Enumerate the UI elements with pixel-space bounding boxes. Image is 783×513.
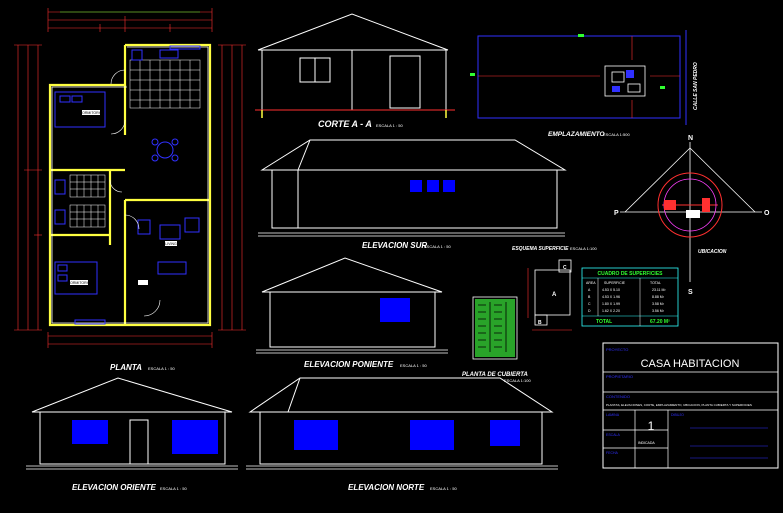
west-elevation-scale: ESCALA 1 : 50 [400,363,427,368]
area-schema-title: ESQUEMA SUPERFICIE [512,246,569,252]
location-north: N [688,135,693,142]
plan-doors [109,69,161,317]
south-elevation: ELEVACION SUR ESCALA 1 : 50 [258,139,567,250]
title-block-escala-value: INDICADA [638,441,655,445]
table-row: 4.53 X 5.10 [602,288,620,292]
table-row: C [588,302,591,306]
table-row: A [588,288,591,292]
area-schema: ESQUEMA SUPERFICIE ESCALA 1:100 A B C [512,246,597,331]
location-east: O [764,210,770,217]
bathroom-tile-grid [69,174,106,228]
table-row: 23.11 M² [652,288,666,292]
title-block-contenido: PLANTAS, ELEVACIONES, CORTE, EMPLAZAMIEN… [606,403,752,407]
site-plan: CALLE SAN PEDRO EMPLAZAMIENTO ESCALA 1:5… [470,30,699,138]
plan-title: PLANTA [110,363,142,372]
location-diagram: N S P O UBICACION [614,135,770,296]
section-view: CORTE A - A ESCALA 1 : 50 [255,13,455,129]
floor-plan: DORMITORIO DORMITORIO LIVING PLANTA ESCA… [14,8,246,372]
room-tag-living: LIVING [165,242,177,246]
room-tag-dormitorio2: DORMITORIO [68,281,91,285]
north-elevation-title: ELEVACION NORTE [348,483,425,492]
site-street-name: CALLE SAN PEDRO [693,62,699,110]
area-schema-scale: ESCALA 1:100 [570,246,597,251]
plan-room-tags: DORMITORIO DORMITORIO LIVING [68,110,177,285]
plan-dimensions-bottom [47,332,213,348]
south-elevation-title: ELEVACION SUR [362,241,427,250]
plan-dimensions-left [14,44,42,331]
plan-dimensions-top [47,8,213,32]
plan-dimensions-right [218,44,246,331]
areas-table-title: CUADRO DE SUPERFICIES [597,271,663,277]
areas-header-area: AREA [586,281,596,285]
table-row: 8.88 M² [652,295,665,299]
table-row: 4.53 X 1.96 [602,295,620,299]
areas-table: CUADRO DE SUPERFICIES AREA SUPERFICIE TO… [581,267,679,327]
title-block-dibujo-label: DIBUJO [671,413,684,417]
table-row: 1.62 X 2.20 [602,309,620,313]
location-south: S [688,289,693,296]
areas-total-value: 67.20 M² [650,319,670,325]
table-row: 3.58 M² [652,302,665,306]
location-title: UBICACION [698,249,727,255]
table-row: D [588,309,591,313]
kitchen-tile-grid [129,59,201,109]
plan-furniture [54,45,201,325]
areas-header-total: TOTAL [650,281,661,285]
north-elevation: ELEVACION NORTE ESCALA 1 : 50 [246,377,558,492]
project-name: CASA HABITACION [641,358,740,370]
south-elevation-scale: ESCALA 1 : 50 [424,244,451,249]
areas-total-label: TOTAL [596,319,612,325]
title-block-escala-label: ESCALA [606,433,620,437]
north-elevation-scale: ESCALA 1 : 50 [430,486,457,491]
area-zone-a: A [552,292,557,298]
title-block-lamina-label: LAMINA [606,413,620,417]
site-plan-title: EMPLAZAMIENTO [548,131,605,138]
room-tag-dormitorio1: DORMITORIO [80,111,103,115]
east-elevation-title: ELEVACION ORIENTE [72,483,157,492]
title-block: PROYECTO CASA HABITACION PROPIETARIO CON… [602,342,779,469]
roof-plan-scale: ESCALA 1:100 [504,378,531,383]
area-zone-b: B [538,320,542,326]
west-elevation-title: ELEVACION PONIENTE [304,360,394,369]
area-zone-c: C [563,265,567,271]
section-scale: ESCALA 1 : 50 [376,123,403,128]
west-elevation: ELEVACION PONIENTE ESCALA 1 : 50 [256,257,448,369]
east-elevation: ELEVACION ORIENTE ESCALA 1 : 50 [26,377,238,492]
title-block-propietario-label: PROPIETARIO [606,374,633,379]
table-row: B [588,295,591,299]
location-west: P [614,210,619,217]
areas-header-sup: SUPERFICIE [604,281,626,285]
table-row: 1.80 X 1.99 [602,302,620,306]
plan-scale: ESCALA 1 : 50 [148,366,175,371]
title-block-proyecto-label: PROYECTO [606,347,628,352]
areas-table-rows: A 4.53 X 5.10 23.11 M² B 4.53 X 1.96 8.8… [588,288,666,313]
sheet-number: 1 [648,419,655,433]
table-row: 3.56 M² [652,309,665,313]
section-title: CORTE A - A [318,119,372,129]
roof-plan-title: PLANTA DE CUBIERTA [462,372,528,378]
site-plan-scale: ESCALA 1:500 [603,132,630,137]
title-block-contenido-label: CONTENIDO [606,394,630,399]
title-block-fecha-label: FECHA [606,451,619,455]
areas-table-header: AREA SUPERFICIE TOTAL [586,281,661,285]
east-elevation-scale: ESCALA 1 : 50 [160,486,187,491]
roof-plan: PLANTA DE CUBIERTA ESCALA 1:100 [462,296,531,383]
